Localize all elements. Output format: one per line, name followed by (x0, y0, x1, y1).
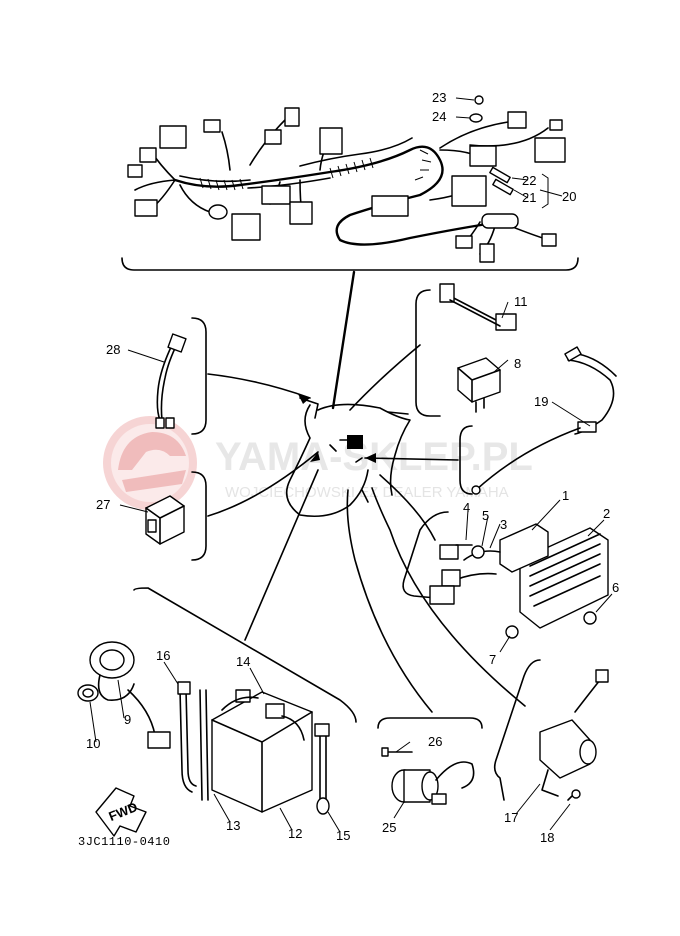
callout-2: 2 (603, 506, 610, 521)
part-12-battery (211, 689, 313, 813)
bolt-23 (474, 95, 484, 105)
watermark-subtitle: WOJCIECHOWSKI EZ DEALER YAMAHA (225, 484, 509, 501)
callout-24: 24 (432, 109, 446, 124)
callout-7: 7 (489, 652, 496, 667)
callout-22: 22 (522, 173, 536, 188)
regulator-group-bracket (402, 511, 449, 599)
helmet-logo-icon (103, 416, 197, 510)
part-19-lead (564, 346, 617, 435)
sensor-group-bracket (459, 425, 473, 495)
part-8-relay (457, 357, 501, 413)
part-15-lead (314, 723, 330, 815)
part-25-switch (391, 761, 475, 805)
callout-26: 26 (428, 734, 442, 749)
starter-switch-bracket (377, 717, 483, 729)
part-10-nut (77, 684, 99, 702)
callout-20: 20 (562, 189, 576, 204)
reference-code: 3JC1110-0410 (78, 835, 170, 849)
callout-21: 21 (522, 190, 536, 205)
callout-13: 13 (226, 818, 240, 833)
washer-24 (469, 113, 483, 123)
part-26-screw (381, 747, 413, 757)
callout-1: 1 (562, 488, 569, 503)
watermark: YAMA-SKLEP.PL WOJCIECHOWSKI EZ DEALER YA… (103, 416, 533, 510)
part-13-lead (199, 689, 209, 801)
part-11-lead (439, 283, 517, 331)
callout-12: 12 (288, 826, 302, 841)
relay-block (347, 435, 363, 449)
battery-group-bracket (133, 587, 357, 723)
callout-8: 8 (514, 356, 521, 371)
callout-leaders (89, 97, 613, 833)
harness-group-bracket (121, 257, 579, 271)
callout-4: 4 (463, 500, 470, 515)
callout-3: 3 (500, 517, 507, 532)
callout-14: 14 (236, 654, 250, 669)
relay-group-bracket (415, 289, 441, 417)
callout-19: 19 (534, 394, 548, 409)
part-9-switch (89, 641, 171, 749)
callout-17: 17 (504, 810, 518, 825)
coil-wrap (199, 149, 432, 191)
wire-harness (127, 95, 566, 263)
callout-10: 10 (86, 736, 100, 751)
part-17-relay (539, 669, 609, 797)
callout-9: 9 (124, 712, 131, 727)
starter-relay-bracket (493, 659, 541, 801)
callout-numbers: 1 2 3 4 5 6 7 8 9 10 11 12 13 14 15 16 1… (86, 90, 619, 845)
callout-11: 11 (514, 294, 528, 309)
part-28-switch (155, 333, 187, 429)
callout-28: 28 (106, 342, 120, 357)
fwd-arrow-icon: FWD (95, 787, 147, 837)
callout-15: 15 (336, 828, 350, 843)
callout-25: 25 (382, 820, 396, 835)
callout-5: 5 (482, 508, 489, 523)
rectifier-regulator (429, 523, 609, 639)
callout-6: 6 (612, 580, 619, 595)
part-27-bracket (191, 471, 207, 561)
callout-16: 16 (156, 648, 170, 663)
part-18-screw (567, 789, 581, 801)
connector-lines (207, 270, 526, 713)
callout-18: 18 (540, 830, 554, 845)
callout-23: 23 (432, 90, 446, 105)
part-16-lead (177, 681, 197, 793)
part-27-unit (145, 495, 185, 545)
part-28-bracket (191, 317, 207, 435)
callout-27: 27 (96, 497, 110, 512)
